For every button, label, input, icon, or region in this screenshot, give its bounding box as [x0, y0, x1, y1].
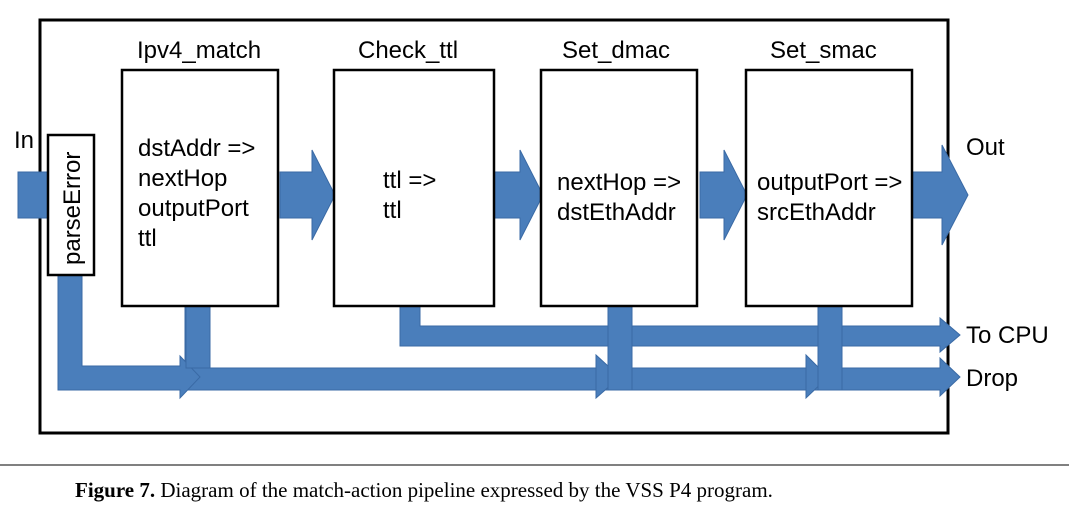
caption-label: Figure 7. [75, 478, 155, 502]
ipv4-drop-branch [185, 299, 211, 369]
figure-caption: Figure 7. Diagram of the match-action pi… [75, 478, 773, 502]
drop-label: Drop [966, 365, 1018, 392]
stage-title-set-dmac: Set_dmac [562, 37, 670, 64]
caption-text: Diagram of the match-action pipeline exp… [155, 478, 773, 502]
to-cpu-label: To CPU [966, 322, 1049, 349]
parse-error-label: parseError [59, 152, 86, 265]
parse-error-box [46, 133, 96, 277]
stage4-line-1: outputPort => [757, 169, 902, 196]
out-arrow [911, 144, 969, 246]
stage2-to-stage3-arrow [493, 149, 544, 241]
stage-box-set-dmac [539, 68, 699, 308]
stage1-line-3: outputPort [138, 195, 249, 222]
stage-title-set-smac: Set_smac [770, 37, 877, 64]
stage4-line-2: srcEthAddr [757, 199, 876, 226]
stage3-to-stage4-arrow [699, 149, 748, 241]
stage-title-check-ttl: Check_ttl [358, 37, 458, 64]
stage1-line-1: dstAddr => [138, 135, 255, 162]
set-smac-branch [817, 299, 843, 391]
stage2-line-2: ttl [383, 197, 402, 224]
out-label: Out [966, 134, 1005, 161]
stage-box-set-smac [744, 68, 914, 308]
stage-title-ipv4-match: Ipv4_match [137, 37, 261, 64]
stage1-to-stage2-arrow [279, 149, 336, 241]
drop-cpu-flows [57, 273, 961, 400]
stage3-line-1: nextHop => [557, 169, 681, 196]
set-dmac-branch [607, 299, 633, 391]
stage1-line-2: nextHop [138, 165, 227, 192]
stage3-line-2: dstEthAddr [557, 199, 676, 226]
stage2-line-1: ttl => [383, 167, 436, 194]
stage1-line-4: ttl [138, 225, 157, 252]
stage-box-check-ttl [332, 68, 496, 308]
in-label: In [14, 127, 34, 154]
stage-box-ipv4-match [120, 68, 280, 308]
drop-arrowhead-2 [805, 353, 829, 400]
